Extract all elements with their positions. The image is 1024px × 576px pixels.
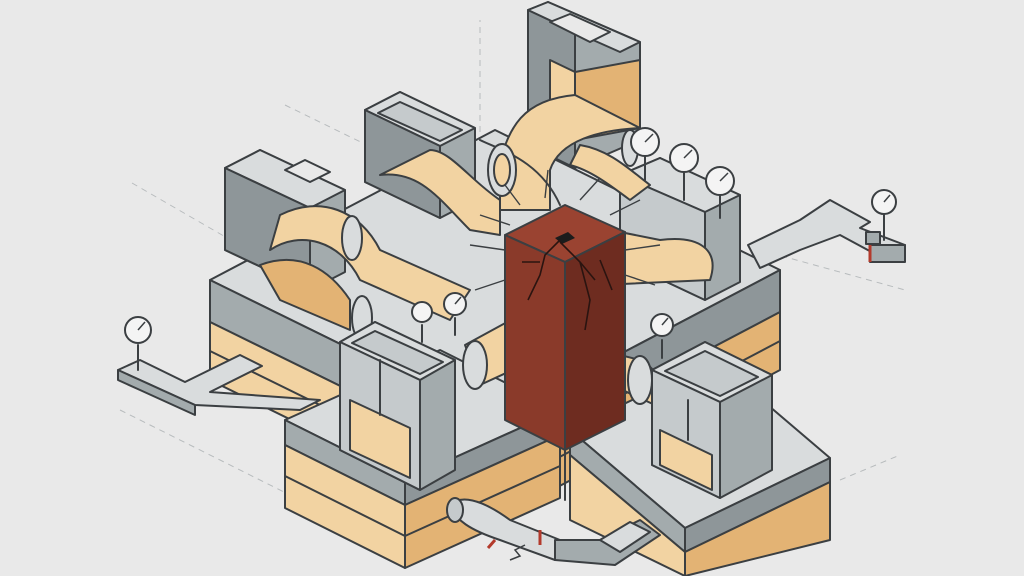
tank-west (224, 149, 346, 291)
gauge-icon (669, 143, 699, 201)
gauge-icon (443, 292, 467, 336)
pipe-south-broken (446, 497, 661, 566)
external-line-west (117, 354, 321, 416)
cracked-core-block (469, 169, 661, 501)
gauge-icon (630, 127, 660, 181)
gauge-group (124, 127, 897, 371)
gauge-icon (871, 189, 897, 241)
pipe-northwest (379, 149, 501, 236)
gauge-icon (411, 301, 433, 343)
pipe-west (259, 205, 471, 341)
gauge-icon (705, 166, 735, 219)
valve-east (865, 231, 881, 262)
pipe-back-north (487, 143, 517, 197)
pipe-north (479, 94, 641, 211)
gauge-icon (650, 313, 674, 359)
gauge-icon (124, 316, 152, 371)
tank-south-east (651, 341, 773, 499)
tank-south-west (339, 321, 456, 491)
